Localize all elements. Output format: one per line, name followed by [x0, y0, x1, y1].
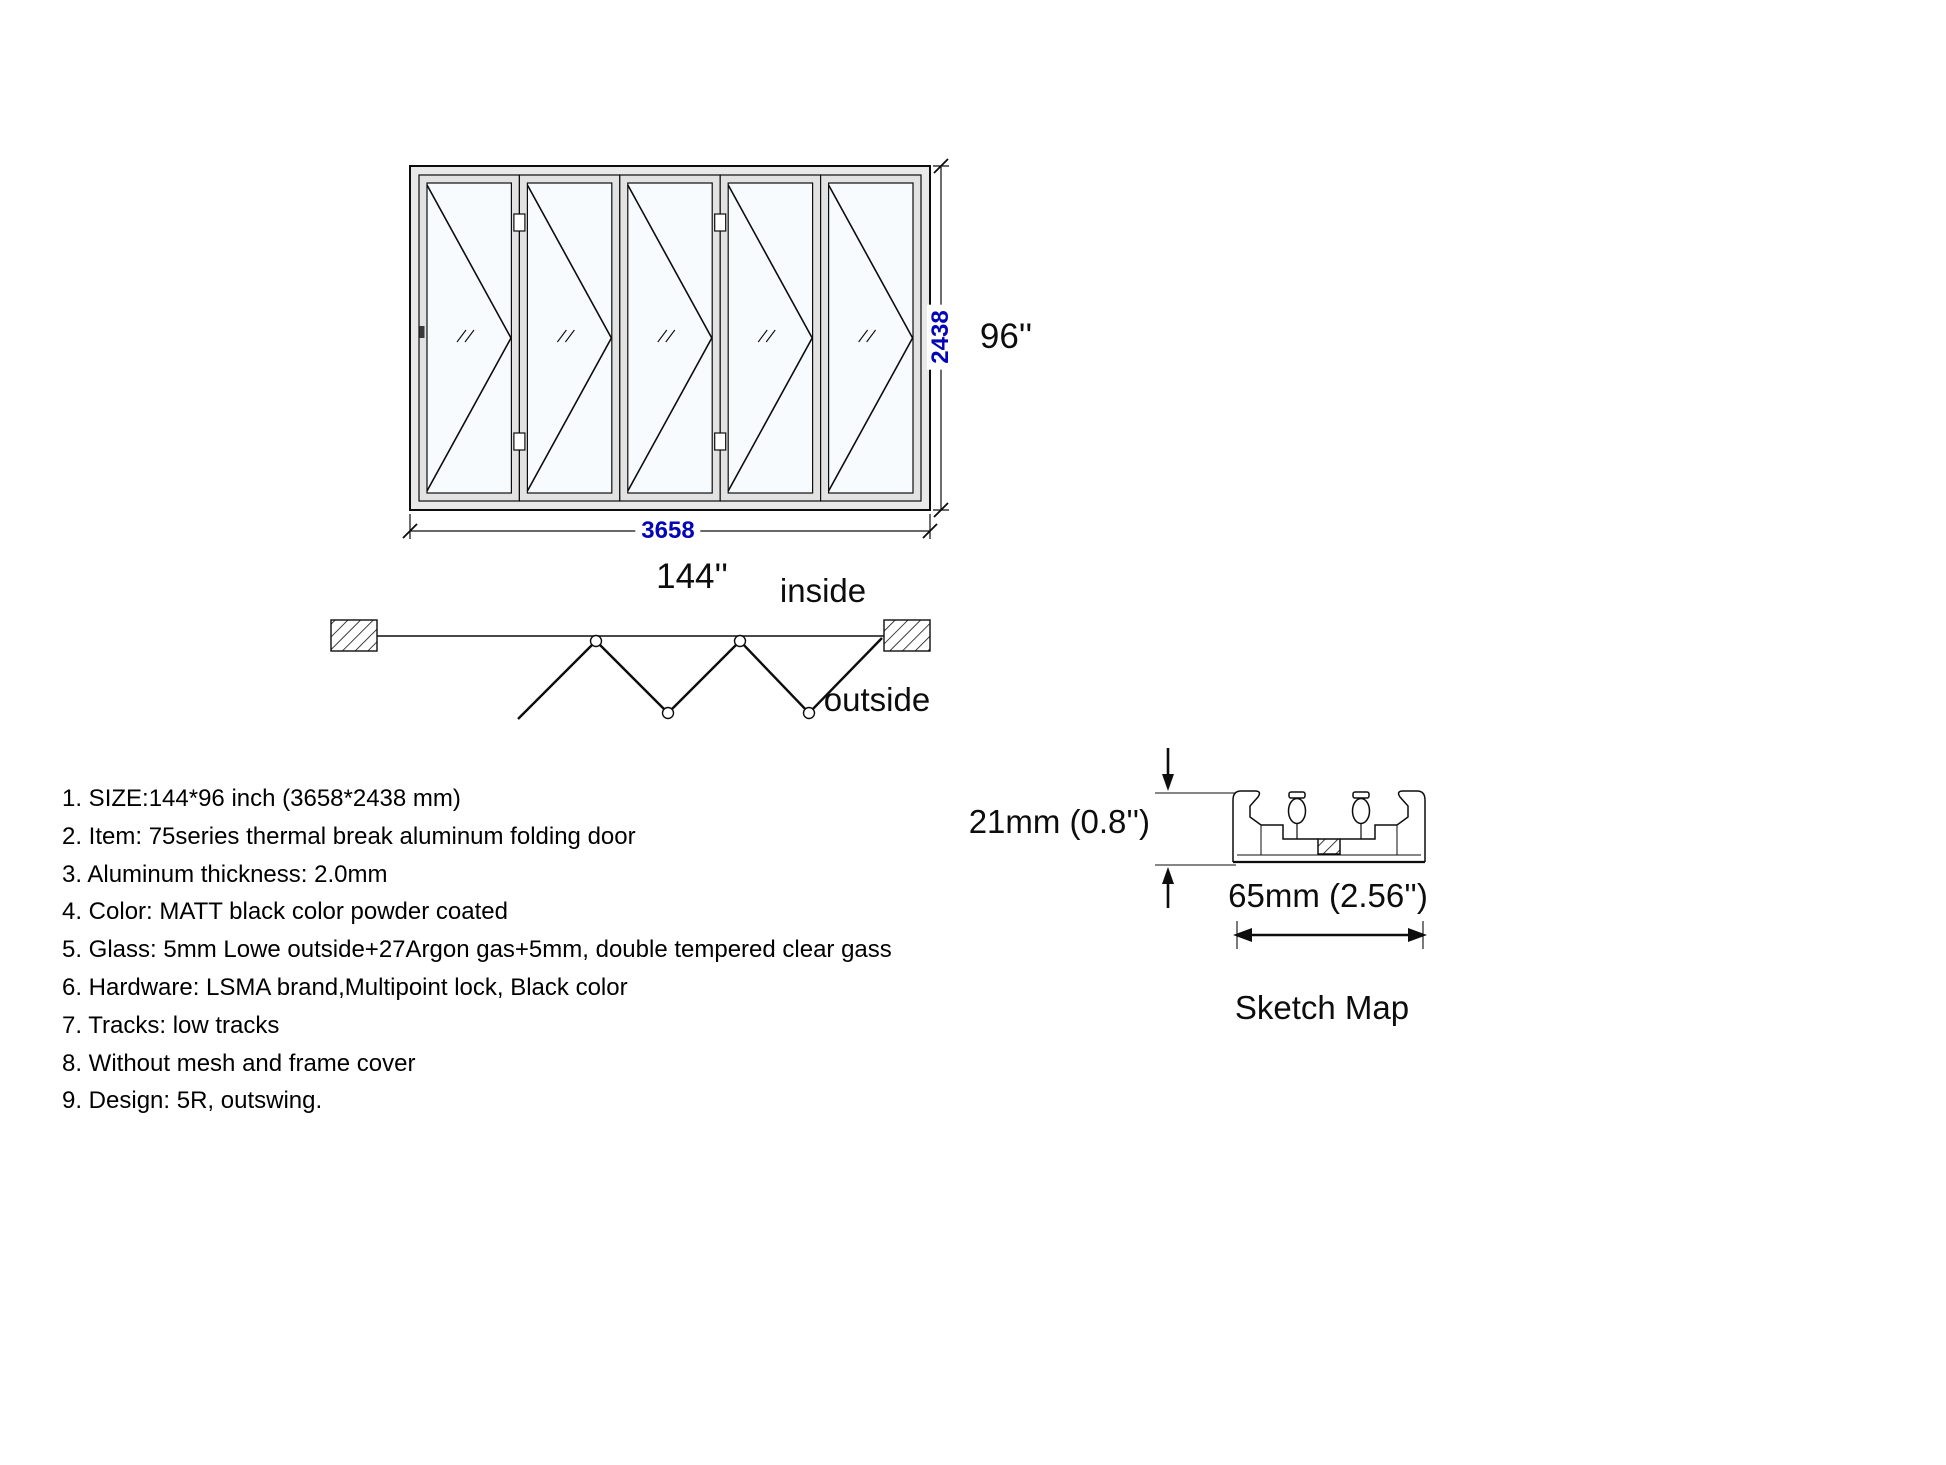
spec-item-hardware: 6. Hardware: LSMA brand,Multipoint lock,… [62, 973, 628, 1001]
door-panel-5 [819, 174, 922, 502]
inside-label: inside [779, 572, 867, 609]
width-dim-inch-label: 144'' [656, 557, 728, 596]
swing-chevron [727, 184, 814, 492]
profile-width-label: 65mm (2.56'') [1228, 877, 1428, 914]
swing-chevron [627, 184, 713, 492]
height-dim-arrows [1162, 748, 1174, 908]
wall-hatch-right [883, 619, 931, 652]
roller-wheels [1287, 791, 1371, 839]
width-dimension [402, 514, 938, 539]
pivot-point [733, 634, 747, 648]
glass-mark [858, 329, 877, 343]
door-panel-2 [518, 174, 621, 502]
swing-chevron [827, 184, 914, 492]
spec-item-color: 4. Color: MATT black color powder coated [62, 898, 508, 926]
hinge-icon [513, 213, 526, 232]
height-dimension [933, 158, 949, 518]
width-dim-mm-label: 3658 [635, 517, 701, 545]
glass-mark [556, 329, 575, 343]
glass-mark [456, 329, 475, 343]
pivot-point [661, 706, 675, 720]
pivot-points [589, 634, 816, 720]
wall-hatch-left [330, 619, 378, 652]
sketch-map-title: Sketch Map [1234, 989, 1410, 1026]
outside-label: outside [823, 681, 931, 718]
glass-mark [757, 329, 776, 343]
swing-chevron [426, 184, 512, 492]
profile-height-label: 21mm (0.8'') [968, 803, 1150, 840]
spec-item-tracks: 7. Tracks: low tracks [62, 1011, 280, 1039]
door-panel-4 [719, 174, 822, 502]
pivot-point [589, 634, 603, 648]
handle-icon [419, 326, 425, 338]
centre-block [1317, 838, 1341, 855]
hinge-icon [714, 432, 727, 451]
spec-item-mesh: 8. Without mesh and frame cover [62, 1049, 416, 1077]
height-dim-mm-label: 2438 [927, 304, 955, 370]
height-dim-inch-label: 96'' [979, 317, 1033, 356]
glass-mark [657, 329, 676, 343]
door-panel-1 [418, 174, 521, 502]
hinge-icon [513, 432, 526, 451]
spec-item-glass: 5. Glass: 5mm Lowe outside+27Argon gas+5… [62, 936, 892, 964]
spec-item-thickness: 3. Aluminum thickness: 2.0mm [62, 860, 388, 888]
pivot-point [802, 706, 816, 720]
spec-item-size: 1. SIZE:144*96 inch (3658*2438 mm) [62, 785, 461, 812]
folded-panels-line [517, 637, 883, 720]
spec-item-design: 9. Design: 5R, outswing. [62, 1087, 323, 1115]
door-elevation-drawing [402, 158, 949, 539]
door-plan-drawing [330, 619, 931, 720]
swing-chevron [526, 184, 613, 492]
width-dim-arrows [1233, 921, 1427, 949]
hinge-icons [513, 213, 727, 451]
spec-item-item: 2. Item: 75series thermal break aluminum… [62, 822, 636, 850]
track-profile-drawing [1155, 748, 1427, 949]
door-panel-3 [619, 174, 721, 502]
spec-list: 1. SIZE:144*96 inch (3658*2438 mm) 2. It… [62, 780, 892, 1120]
hinge-icon [714, 213, 727, 232]
aluminum-track-profile [1232, 790, 1426, 864]
